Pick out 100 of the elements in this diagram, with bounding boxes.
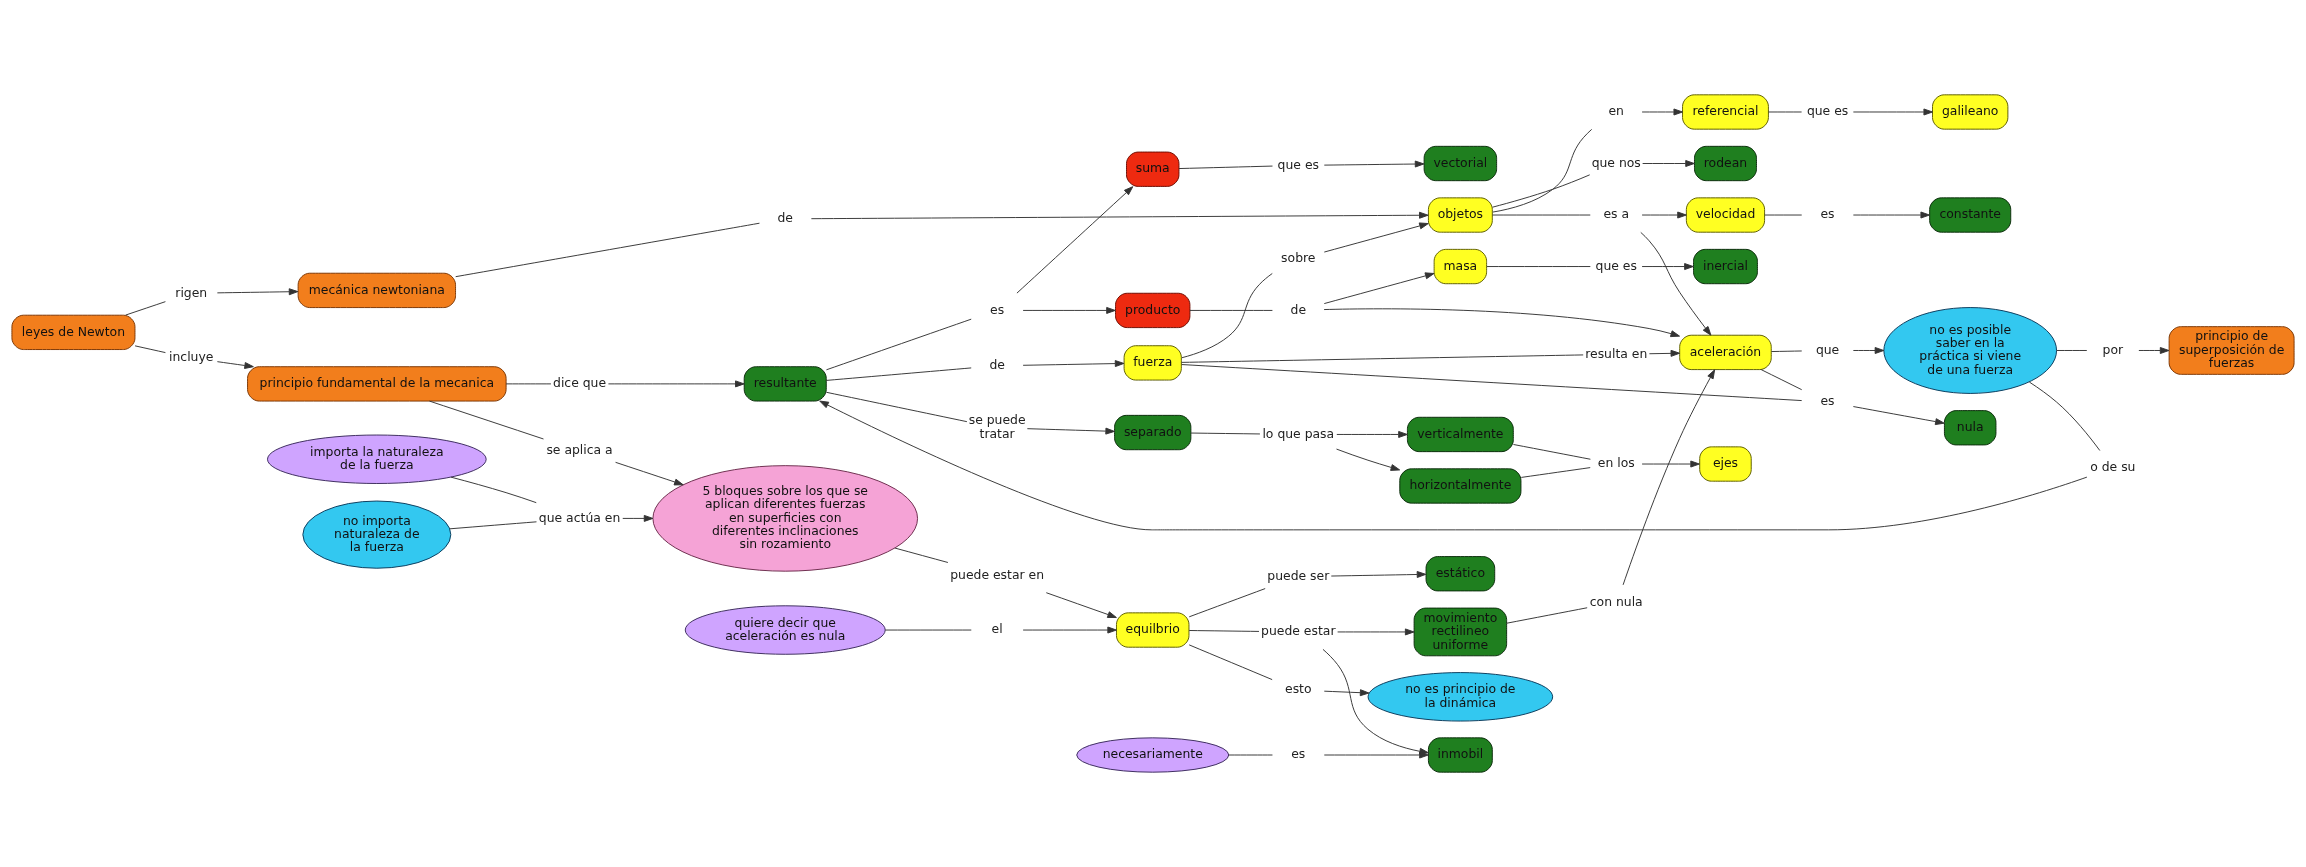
arrow — [1642, 160, 1695, 167]
connector — [1492, 214, 1591, 216]
node-text: que actúa en — [538, 509, 621, 525]
node-text: se aplica a — [546, 441, 613, 457]
node-text: de — [777, 210, 793, 226]
node-box: masa — [1433, 248, 1488, 285]
node-box: constante — [1929, 197, 2012, 233]
node-text: que es — [1595, 257, 1637, 273]
node-ellipse: importa la naturaleza de la fuerza — [267, 434, 487, 484]
node-box: principio de superposición de fuerzas — [2168, 326, 2295, 375]
arrow — [216, 361, 254, 369]
connector — [1189, 309, 1273, 311]
connector — [894, 547, 949, 563]
node-text: es — [1291, 746, 1306, 762]
node-box: equilbrio — [1116, 612, 1190, 648]
node-text: que — [1815, 341, 1840, 357]
arrow — [1026, 427, 1115, 435]
arrow — [1323, 272, 1435, 305]
node-text: que es — [1277, 156, 1319, 172]
node-text: es a — [1603, 206, 1630, 222]
connector — [1188, 588, 1266, 618]
node-box: vectorial — [1423, 145, 1498, 182]
node-ellipse: no es posible saber en la práctica si viene de una fuerza — [1883, 307, 2058, 394]
connector — [449, 521, 537, 530]
arrow — [1323, 689, 1370, 697]
connector — [1520, 467, 1591, 478]
node-box: estático — [1425, 556, 1496, 592]
arrow — [819, 400, 2088, 531]
arrow — [810, 211, 1429, 220]
node-box: fuerza — [1123, 345, 1182, 381]
arrow — [1852, 211, 1930, 219]
node-text: lo que pasa — [1262, 425, 1335, 441]
connector — [125, 301, 166, 316]
arrow — [1337, 628, 1415, 636]
node-text: en los — [1597, 455, 1635, 471]
node-text: es — [1820, 206, 1835, 222]
arrow — [1022, 360, 1125, 368]
node-box: producto — [1115, 292, 1191, 329]
connector — [1228, 754, 1273, 756]
connector — [1768, 111, 1803, 113]
arrow — [1852, 108, 1933, 116]
node-box: separado — [1114, 414, 1192, 451]
arrow — [1330, 571, 1427, 578]
arrow — [1336, 430, 1408, 438]
arrow — [1852, 347, 1885, 354]
node-text: o de su — [2090, 459, 2136, 475]
connector — [1492, 128, 1593, 213]
connector — [429, 400, 544, 440]
node-box: inercial — [1693, 248, 1758, 285]
connector — [825, 367, 972, 381]
arrow — [1852, 406, 1945, 426]
arrow — [1641, 263, 1694, 271]
node-box: ejes — [1699, 446, 1752, 482]
node-text: es — [990, 301, 1005, 317]
node-text: sobre — [1281, 250, 1316, 266]
node-text: por — [2102, 341, 2124, 357]
node-box: nula — [1943, 410, 1997, 446]
node-box: rodean — [1694, 145, 1757, 182]
node-box: suma — [1126, 151, 1180, 187]
connector — [1486, 266, 1591, 267]
node-ellipse: necesariamente — [1076, 737, 1230, 773]
arrow — [615, 461, 684, 486]
node-text: de — [989, 357, 1005, 373]
node-box: movimiento rectilineo uniforme — [1413, 607, 1508, 657]
connector — [1188, 630, 1260, 632]
node-box: resultante — [743, 366, 827, 402]
arrow — [1648, 349, 1681, 357]
node-box: galileano — [1932, 94, 2009, 130]
node-box: inmobil — [1427, 737, 1493, 773]
connector — [2056, 350, 2088, 351]
node-text: incluye — [169, 349, 214, 365]
connector — [1188, 644, 1273, 681]
node-text: con nula — [1589, 593, 1643, 609]
connector — [505, 383, 552, 385]
node-ellipse: 5 bloques sobre los que se aplican diferentes fuerzas en superficies con diferentes inclinaciones sin rozamiento — [652, 465, 919, 572]
connector — [884, 629, 972, 631]
node-box: verticalmente — [1406, 416, 1514, 453]
arrow — [1641, 460, 1700, 468]
node-text: que nos — [1591, 154, 1641, 170]
connector — [450, 476, 537, 504]
connector — [1512, 444, 1591, 460]
arrow — [622, 514, 654, 522]
connector — [1506, 607, 1588, 624]
arrow — [1016, 186, 1134, 294]
arrow — [1640, 231, 1712, 336]
arrow — [1323, 222, 1429, 253]
arrow — [1022, 306, 1116, 314]
node-ellipse: no importa naturaleza de la fuerza — [302, 500, 452, 569]
connector — [2028, 381, 2101, 451]
arrow — [216, 288, 299, 296]
node-box: leyes de Newton — [11, 314, 136, 350]
arrow — [1641, 211, 1687, 219]
node-text: esto — [1285, 681, 1312, 697]
node-text: puede estar — [1261, 623, 1336, 639]
arrow — [1323, 160, 1425, 168]
arrow — [1641, 108, 1683, 116]
connector — [1760, 369, 1803, 391]
node-text: puede estar en — [950, 566, 1045, 582]
arrow — [607, 380, 745, 388]
connector — [825, 391, 968, 423]
